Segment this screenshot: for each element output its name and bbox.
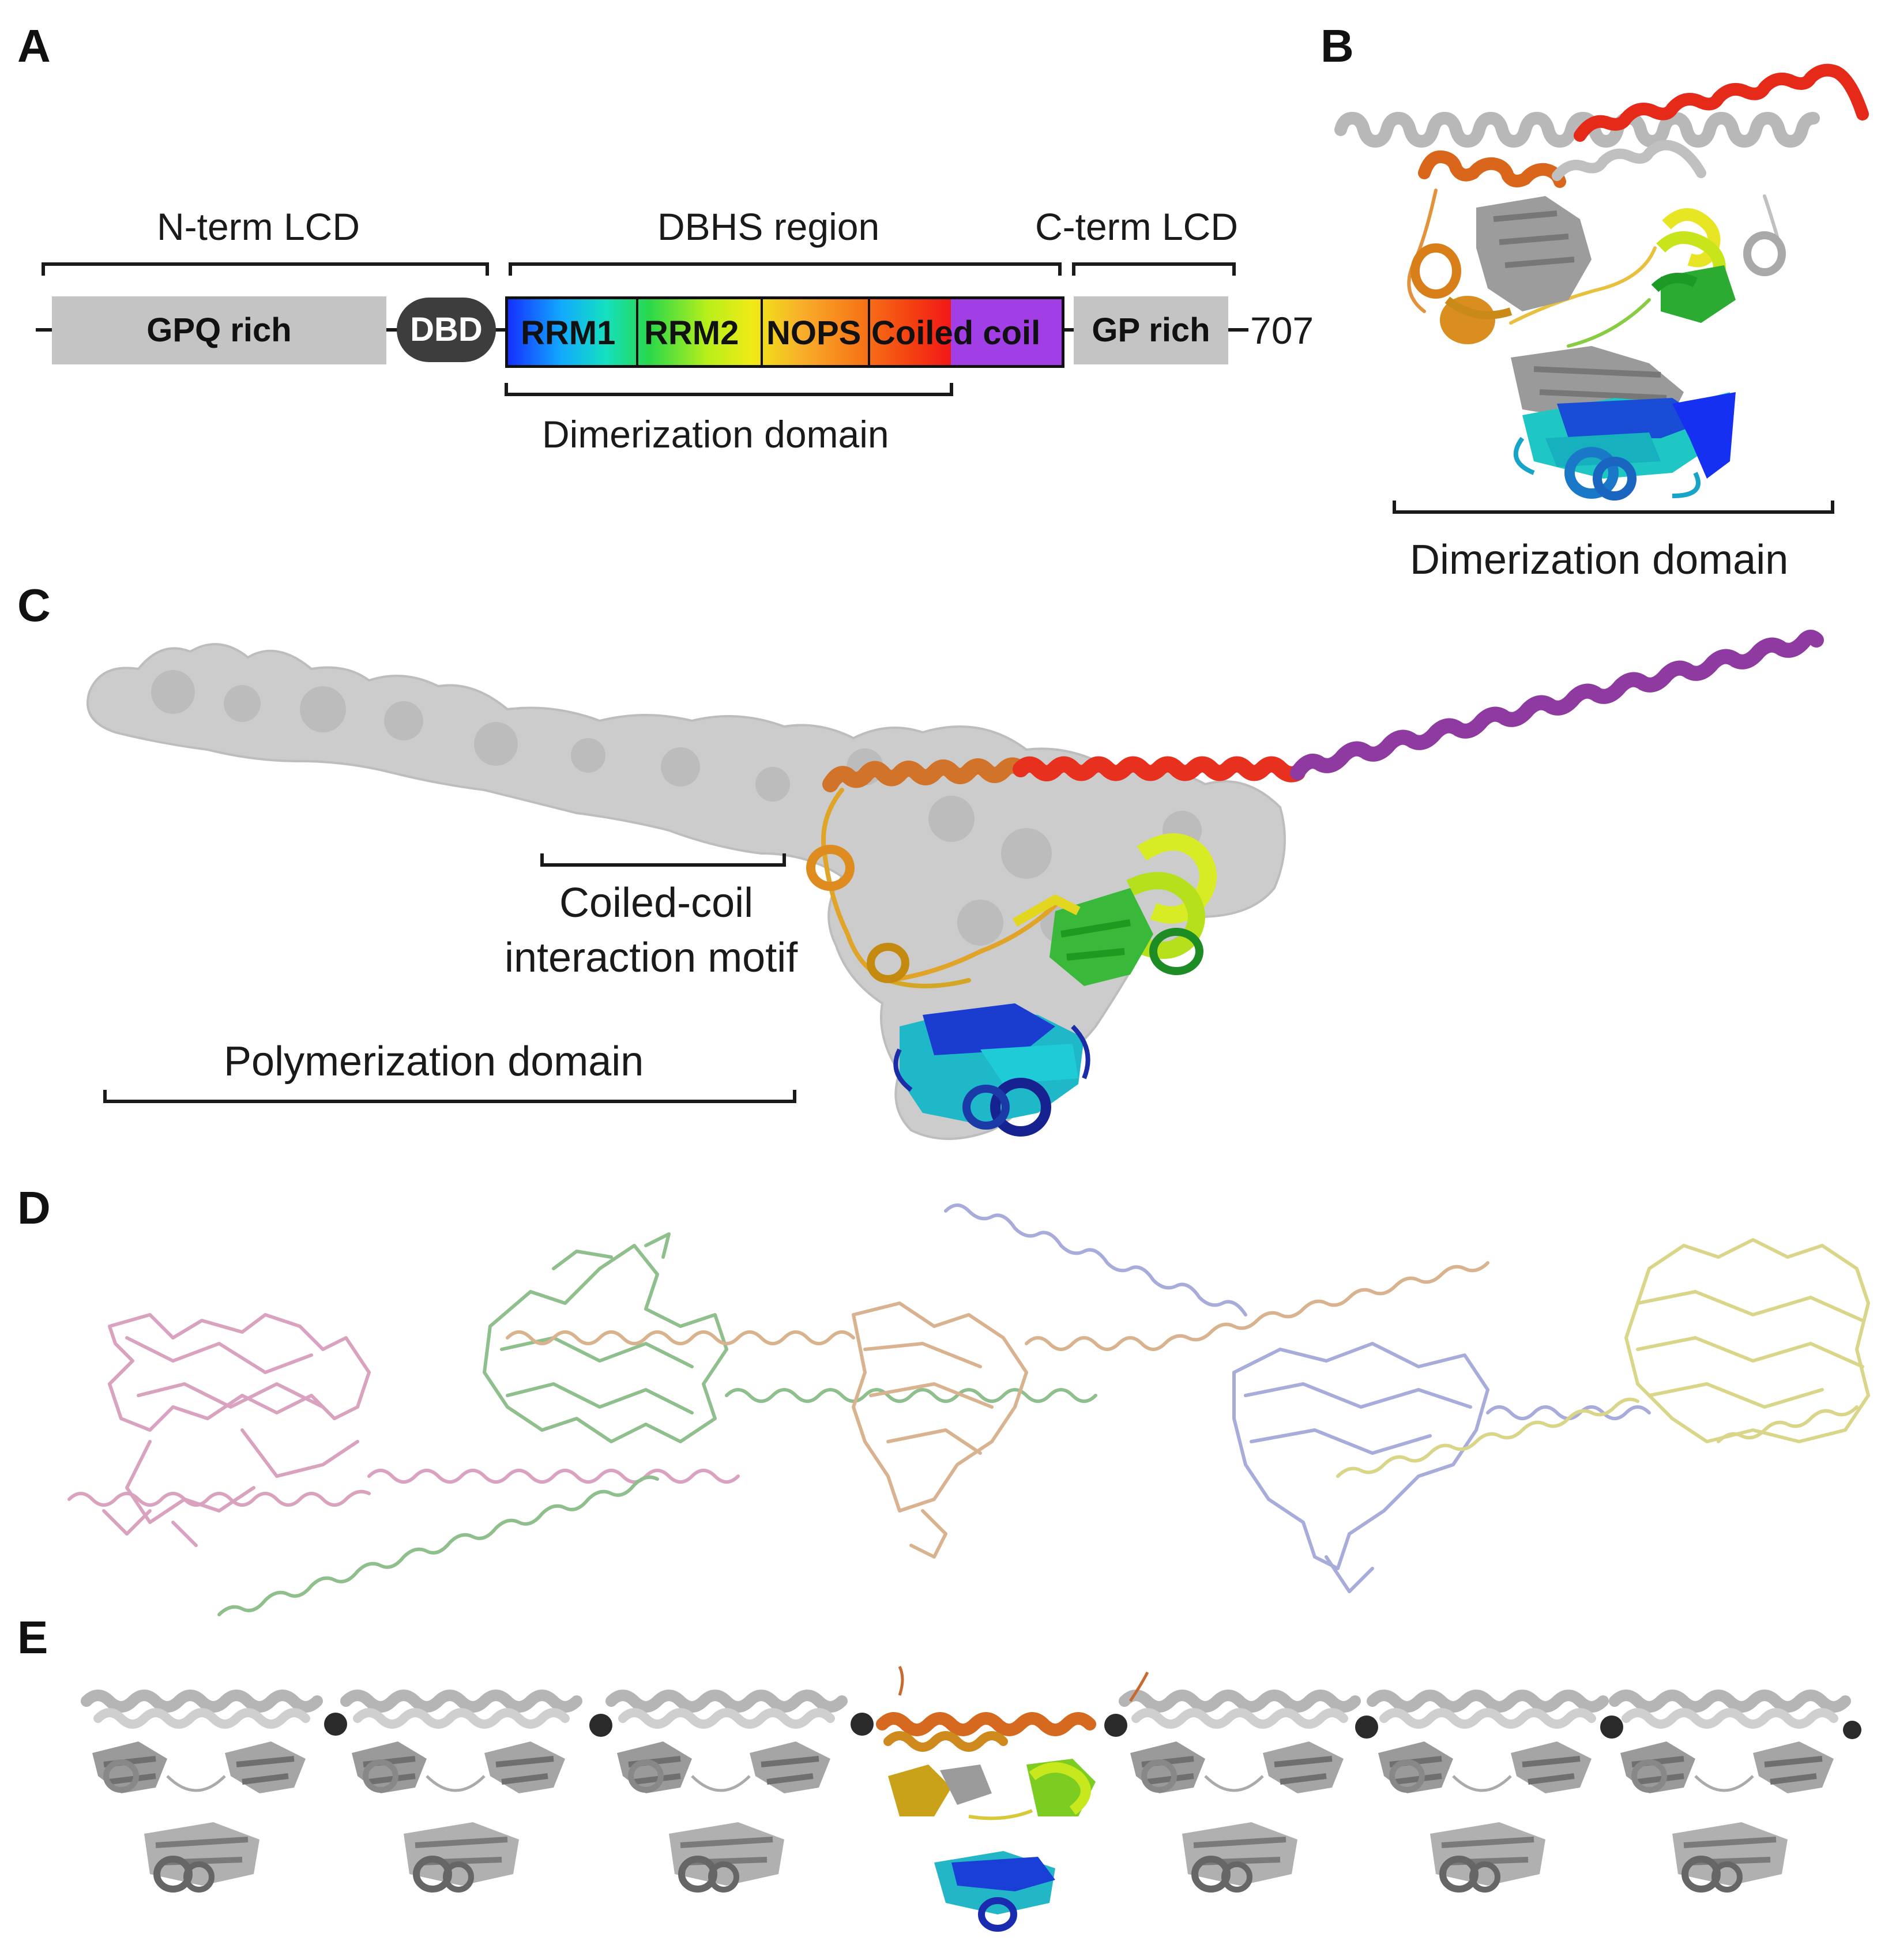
panel-e-structure: [0, 0, 1896, 1960]
